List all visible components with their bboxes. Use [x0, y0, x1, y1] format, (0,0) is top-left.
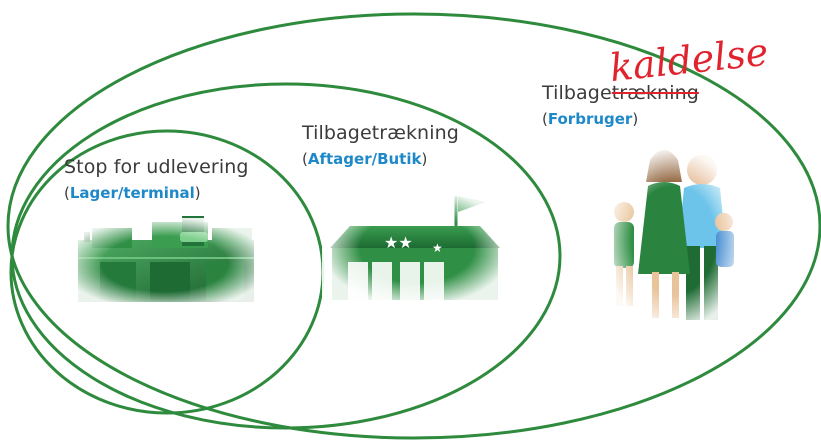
outer-ring — [6, 12, 821, 440]
level-1-paren-open: ( — [64, 184, 70, 202]
level-1-title: Stop for udlevering — [64, 156, 249, 178]
level-3-paren-close: ) — [632, 110, 639, 128]
level-1-subtitle-line: (Lager/terminal) — [64, 184, 201, 202]
level-1-subtitle: Lager/terminal — [69, 184, 195, 202]
store-icon: ★★ ★ — [322, 190, 512, 306]
level-1-paren-close: ) — [194, 184, 201, 202]
level-2-subtitle: Aftager/Butik — [307, 150, 422, 168]
level-2-subtitle-line: (Aftager/Butik) — [302, 150, 427, 168]
level-3-title: Tilbagetrækning — [542, 82, 699, 104]
level-3-subtitle-line: (Forbruger) — [542, 110, 638, 128]
warehouse-icon — [60, 216, 270, 310]
consumers-icon — [604, 150, 744, 330]
level-3-title-struck: trækning — [611, 82, 699, 104]
level-2-title: Tilbagetrækning — [302, 122, 459, 144]
level-2-paren-close: ) — [421, 150, 428, 168]
level-3-paren-open: ( — [542, 110, 548, 128]
level-2-paren-open: ( — [302, 150, 308, 168]
level-3-title-prefix: Tilbage — [542, 82, 612, 104]
level-3-subtitle: Forbruger — [547, 110, 633, 128]
